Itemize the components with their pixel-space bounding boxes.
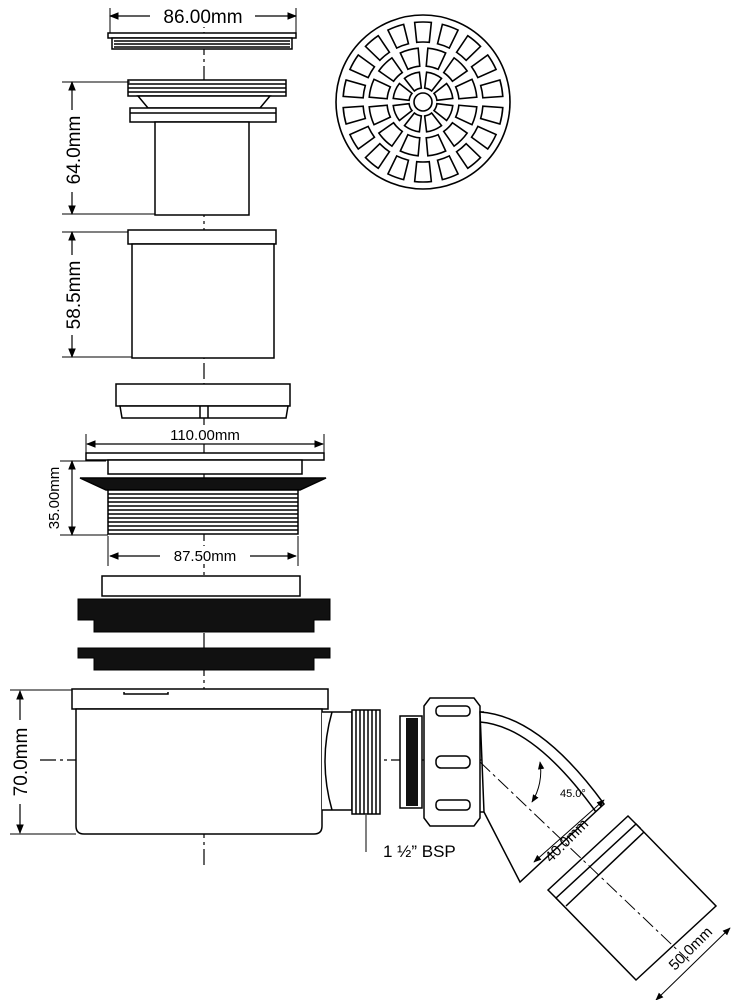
grate-outer-slot [364, 34, 391, 62]
grate-middle-slot [399, 47, 421, 71]
grate-outer-slot [470, 125, 498, 151]
outlet-diameter-dim-line [655, 927, 731, 1000]
grate-hub [413, 92, 433, 112]
elbow-outlet-dim-line [533, 799, 605, 863]
grate-inner-slot [423, 71, 443, 93]
grate-inner-slot [403, 111, 423, 133]
union-nut [423, 697, 484, 827]
thread-diameter-label: 87.50mm [174, 548, 237, 565]
grate-outer-slot [436, 23, 460, 50]
grate-middle-slot [377, 56, 404, 83]
grate-outer-slot [479, 78, 504, 99]
grate-middle-slot [425, 133, 447, 157]
grate-inner-slot [432, 102, 454, 122]
grate-outer-slot [364, 142, 391, 170]
strainer-body [127, 79, 287, 216]
lower-gasket [77, 647, 331, 671]
grate-top-view [335, 14, 511, 190]
grate-middle-slot [368, 78, 392, 100]
grate-outer-slot [479, 105, 504, 126]
grate-middle-slot [454, 104, 478, 126]
grate-outer-slot [386, 154, 410, 181]
grate-outer-slot [348, 53, 376, 79]
grate-inner-slot [403, 71, 423, 93]
thread-height-label: 35.00mm [46, 467, 63, 530]
grate-middle-slot [368, 104, 392, 126]
grate-inner-slot [432, 82, 454, 102]
grate-outer-slot [386, 23, 410, 50]
elbow-angle-label: 45.0° [560, 788, 586, 800]
grate-middle-slot [442, 121, 469, 148]
bsp-thread-label: 1 ½” BSP [383, 842, 456, 861]
sleeve-height-label: 58.5mm [64, 261, 85, 330]
flange-diameter-label: 110.00mm [170, 427, 240, 444]
grate-outer-slot [455, 34, 482, 62]
grate-inner-slot [423, 111, 443, 133]
trap-outlet-thread [351, 709, 381, 815]
washer [101, 575, 301, 597]
grate-outer-slot [455, 142, 482, 170]
grate-outer-slot [342, 78, 367, 99]
grate-outer-slot [413, 21, 433, 44]
grate-middle-slot [442, 56, 469, 83]
angle-arc [531, 761, 545, 803]
trap-body [71, 688, 353, 835]
grate-diameter-label: 86.00mm [163, 7, 242, 28]
grate-inner-slot [392, 102, 414, 122]
flange-thread [79, 452, 327, 535]
grate-outer-slot [348, 125, 376, 151]
grate-inner-slot [392, 82, 414, 102]
seal-ring-black [406, 718, 418, 806]
grate-outer-slot [342, 105, 367, 126]
grate-middle-slot [377, 121, 404, 148]
grate-outer-slot [436, 154, 460, 181]
upper-gasket [77, 598, 331, 633]
trap-height-label: 70.0mm [11, 728, 32, 797]
grate-middle-slot [399, 133, 421, 157]
sleeve [127, 229, 277, 359]
grate-side-view [107, 32, 297, 50]
grate-outer-slot [413, 160, 433, 183]
grate-outer-slot [470, 53, 498, 79]
grate-middle-slot [454, 78, 478, 100]
grate-middle-slot [425, 47, 447, 71]
collar-ring [115, 383, 291, 419]
body-height-label: 64.0mm [64, 116, 85, 185]
